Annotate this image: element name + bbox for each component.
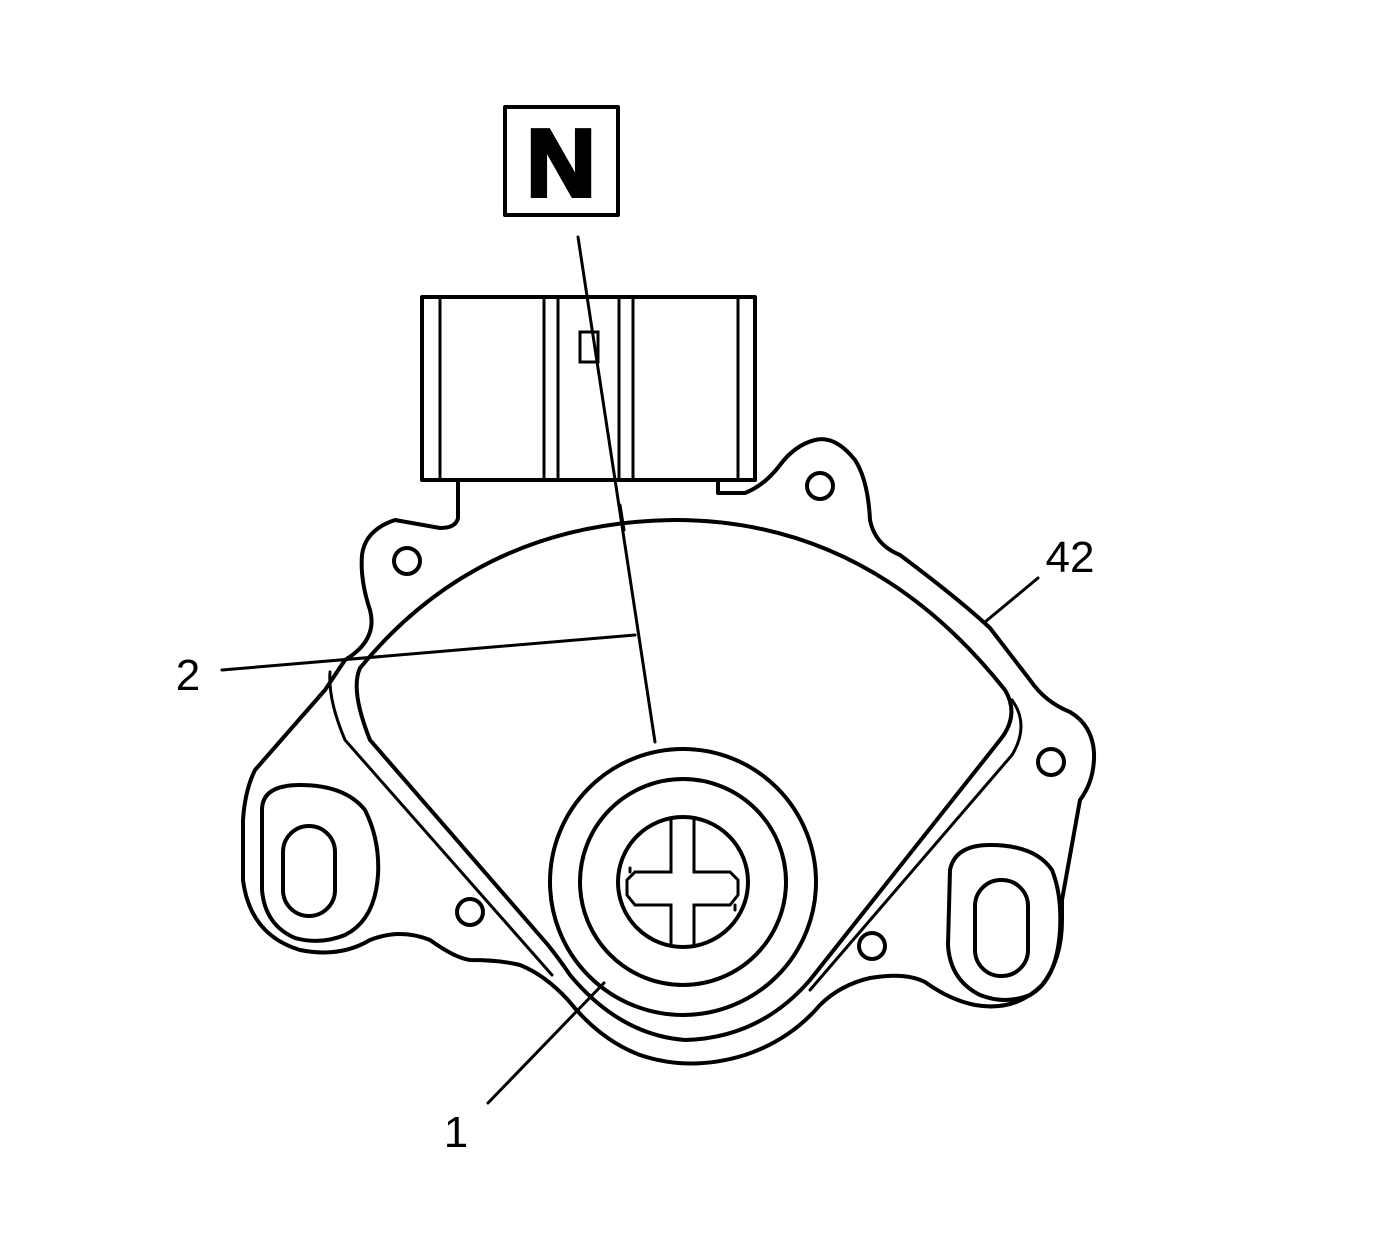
mounting-hole-right <box>1036 747 1066 777</box>
callout-2: 2 <box>176 651 200 700</box>
switch-housing-outline <box>241 437 1097 1066</box>
electrical-connector <box>420 295 757 482</box>
neutral-position-marker: N <box>503 105 620 219</box>
shaft-cross-slot <box>625 818 740 946</box>
mounting-hole-top-right <box>805 471 835 501</box>
callout-1: 1 <box>444 1108 468 1157</box>
neutral-letter: N <box>526 110 595 217</box>
mounting-hole-lower-right <box>857 931 887 961</box>
leader-line-2 <box>220 633 637 672</box>
shaft-hub <box>616 815 750 949</box>
mounting-hole-top-left <box>392 546 422 576</box>
callout-42: 42 <box>1046 533 1095 582</box>
right-slot <box>973 878 1030 978</box>
leader-line-1 <box>486 981 606 1105</box>
right-mounting-lobe <box>946 843 1063 1002</box>
mounting-hole-lower-left <box>455 897 485 927</box>
neutral-alignment-line <box>576 235 657 744</box>
shaft-inner-ring <box>578 777 788 987</box>
switch-face-outline <box>354 518 1014 1042</box>
shaft-assembly <box>548 747 818 1017</box>
left-mounting-lobe <box>260 783 381 943</box>
leader-line-42 <box>983 576 1040 624</box>
shaft-outer-ring <box>548 747 818 1017</box>
left-slot <box>281 824 337 918</box>
